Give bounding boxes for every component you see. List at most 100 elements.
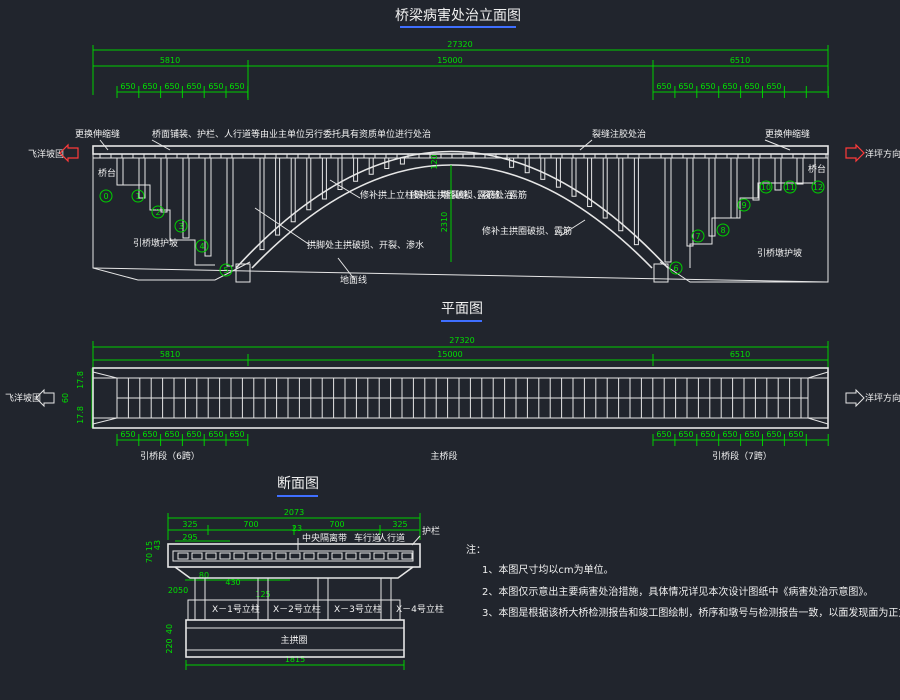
pier-number-circle <box>691 229 705 243</box>
pier-number-circle <box>151 205 165 219</box>
ann-ground: 地面线 <box>340 274 367 286</box>
section-cell <box>317 552 329 560</box>
elev-span-right-4: 650 <box>722 82 737 91</box>
plan-label-right: 引桥段（7跨） <box>712 450 772 462</box>
sec-dim-b: 700 <box>243 520 258 529</box>
dir-left-plan: 飞洋坡固 <box>5 392 41 404</box>
pier-right-4 <box>752 157 760 201</box>
ann-top-right2: 更换伸缩缝 <box>765 128 810 140</box>
title-section: 断面图 <box>277 476 319 492</box>
ann-left-guard: 引桥墩护坡 <box>133 237 178 249</box>
pier-right-1 <box>686 157 694 247</box>
sec-label-lane: 车行道 <box>354 532 381 544</box>
sec-dim-a: 325 <box>182 520 197 529</box>
elev-span-right-6: 650 <box>766 82 781 91</box>
section-cell <box>289 552 301 560</box>
plan-annotations: 飞洋坡固 洋坪方向 引桥段（6跨） 主桥段 引桥段（7跨） <box>5 388 900 462</box>
spandrel-column <box>618 157 624 232</box>
pier-number-label: 0 <box>103 192 108 201</box>
elevation-annotations: 飞洋坡固 洋坪方向 更换伸缩缝 桥面铺装、护栏、人行道等由业主单位另行委托具有资… <box>28 128 900 286</box>
elev-span-left-3: 650 <box>164 82 179 91</box>
pier-right-0 <box>664 157 672 263</box>
note-2: 2、本图仅示意出主要病害处治措施，具体情况详见本次设计图纸中《病害处治示意图》。 <box>482 585 873 598</box>
title-elevation: 桥梁病害处治立面图 <box>395 8 521 24</box>
plan-b-left-4: 650 <box>186 430 201 439</box>
pier-number-circle <box>759 180 773 194</box>
section-cell <box>261 552 273 560</box>
sec-left-low-1: 40 <box>165 624 174 634</box>
pier-number-label: 11 <box>785 183 795 192</box>
sec-dim-1815: 1815 <box>285 655 305 664</box>
spandrel-column <box>290 157 296 223</box>
section-cell <box>359 552 371 560</box>
elev-span-right-3: 650 <box>700 82 715 91</box>
section-cell <box>233 552 245 560</box>
plan-structure <box>92 367 829 429</box>
ann-top-left: 更换伸缩缝 <box>75 128 120 140</box>
pier-number-circle <box>783 180 797 194</box>
plan-b-left-3: 650 <box>164 430 179 439</box>
plan-b-right-3: 650 <box>700 430 715 439</box>
elev-span-left-6: 650 <box>229 82 244 91</box>
pier-number-label: 10 <box>761 183 771 192</box>
elev-span-left-1: 650 <box>120 82 135 91</box>
plan-dim-mid: 15000 <box>437 350 462 359</box>
plan-dim-left: 5810 <box>160 350 180 359</box>
elevation-dimensions: 27320 5810 15000 6510 650 650 650 650 65… <box>92 40 829 100</box>
spandrel-column <box>602 157 608 219</box>
dim-crown: 120 <box>430 154 439 169</box>
elev-dim-left: 5810 <box>160 56 180 65</box>
pier-left-5 <box>226 157 234 267</box>
sec-label-arch: 主拱圈 <box>280 634 307 646</box>
elev-dim-mid: 15000 <box>437 56 462 65</box>
pier-number-circle <box>131 189 145 203</box>
plan-b-left-6: 650 <box>229 430 244 439</box>
section-cell <box>247 552 259 560</box>
ann-right-guard: 引桥墩护坡 <box>757 247 802 259</box>
spandrel-column <box>337 157 343 190</box>
section-cell <box>275 552 287 560</box>
pier-number-label: 1 <box>135 192 140 201</box>
note-1: 1、本图尺寸均以cm为单位。 <box>482 563 614 576</box>
sec-left-low-2: 220 <box>165 638 174 653</box>
spandrel-column <box>306 157 312 211</box>
section-cell <box>387 552 399 560</box>
spandrel-column <box>368 157 374 175</box>
pier-number-label: 3 <box>178 222 183 231</box>
elev-span-right-1: 650 <box>656 82 671 91</box>
section-cell <box>205 552 217 560</box>
spandrel-column <box>540 157 546 180</box>
section-cell <box>373 552 385 560</box>
spandrel-column <box>509 157 515 168</box>
section-dimensions: 2073 325 700 700 325 23 295 70 15 43 80 … <box>145 508 421 670</box>
title-plan: 平面图 <box>441 301 483 317</box>
dim-rise: 2310 <box>440 212 449 232</box>
ann-abut-left: 桥台 <box>98 167 116 179</box>
pier-number-circle <box>99 189 113 203</box>
section-cell <box>219 552 231 560</box>
sec-dim-2050: 2050 <box>168 586 188 595</box>
dir-right-plan: 洋坪方向 <box>865 392 900 404</box>
pier-left-4 <box>204 157 212 257</box>
ann-arch2: 修补主拱圈破损、露筋 <box>482 225 572 237</box>
elev-dim-total: 27320 <box>447 40 472 49</box>
spandrel-column <box>353 157 359 182</box>
sec-left-1: 70 <box>145 553 154 563</box>
elev-span-left-5: 650 <box>208 82 223 91</box>
pier-number-label: 12 <box>813 183 823 192</box>
pier-left-1 <box>138 157 146 199</box>
elev-span-left-4: 650 <box>186 82 201 91</box>
plan-b-left-5: 650 <box>208 430 223 439</box>
section-cell <box>401 552 413 560</box>
ann-abut-right: 桥台 <box>808 163 826 175</box>
sec-dim-430: 430 <box>225 578 240 587</box>
sec-label-median: 中央隔离带 <box>302 532 347 544</box>
elev-span-right-2: 650 <box>678 82 693 91</box>
plan-w-2: 60 <box>61 393 70 403</box>
section-structure <box>167 543 421 658</box>
pier-number-circle <box>195 239 209 253</box>
spandrel-column <box>399 157 405 165</box>
plan-label-mid: 主桥段 <box>430 450 457 462</box>
pier-right-2 <box>708 157 716 237</box>
plan-b-right-4: 650 <box>722 430 737 439</box>
